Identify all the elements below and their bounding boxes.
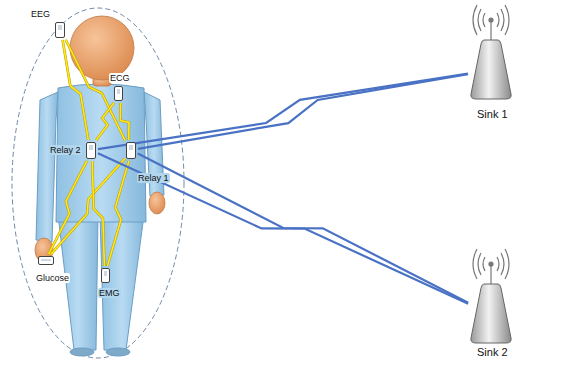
sensor-node: Glucose xyxy=(38,256,54,265)
sink-station: Sink 1 xyxy=(470,38,512,100)
body-link xyxy=(49,161,87,254)
wireless-link xyxy=(98,74,468,149)
wireless-link xyxy=(138,74,468,149)
body-link-line xyxy=(120,103,129,140)
body-area-boundary xyxy=(12,8,184,358)
sensor-node: Relay 1 xyxy=(126,142,136,159)
body-link-outline xyxy=(107,161,128,266)
sink-label: Sink 2 xyxy=(476,346,509,359)
sensor-node: EMG xyxy=(101,268,110,283)
body-link-outline xyxy=(96,103,114,140)
body-link-line xyxy=(96,103,114,140)
body-link-outline xyxy=(92,161,104,266)
sensor-label: Glucose xyxy=(35,273,70,283)
body-link xyxy=(120,103,129,140)
wireless-link xyxy=(98,153,468,303)
body-link xyxy=(66,40,125,141)
sensor-label: EMG xyxy=(98,288,121,298)
sink-station: Sink 2 xyxy=(470,282,512,344)
wireless-link-line xyxy=(98,153,468,303)
body-link-outline xyxy=(63,40,89,140)
sensor-screen xyxy=(41,259,51,261)
human-figure xyxy=(36,84,164,350)
sensor-label: Relay 2 xyxy=(49,145,82,155)
wireless-link xyxy=(138,154,468,303)
body-link-outline xyxy=(120,103,129,140)
body-link xyxy=(63,40,89,140)
wireless-link-line xyxy=(138,74,468,149)
body-link-line xyxy=(92,161,104,266)
sensor-screen xyxy=(58,25,62,30)
wireless-link-line xyxy=(98,74,468,149)
body-link xyxy=(92,161,104,266)
sensor-screen xyxy=(104,271,107,276)
body-link xyxy=(96,103,114,140)
sink-cone xyxy=(470,282,512,344)
body-link-line xyxy=(63,40,89,140)
sensor-label: Relay 1 xyxy=(137,173,170,183)
skin xyxy=(35,16,165,262)
body-link xyxy=(107,161,128,266)
sensor-screen xyxy=(129,145,133,150)
body-link-outline xyxy=(66,40,125,141)
sensor-label: EEG xyxy=(30,9,51,19)
sensor-screen xyxy=(89,145,93,150)
sensor-node: ECG xyxy=(114,86,123,101)
feet xyxy=(70,348,130,356)
body-link-outline xyxy=(49,161,87,254)
sensor-node: Relay 2 xyxy=(86,142,96,159)
wireless-link-line xyxy=(138,154,468,303)
sink-cone xyxy=(470,38,512,100)
sink-label: Sink 1 xyxy=(476,108,509,121)
sensor-node: EEG xyxy=(55,22,65,38)
body-link-line xyxy=(66,40,125,141)
body-link-line xyxy=(107,161,128,266)
sensor-screen xyxy=(117,89,120,94)
body-link-line xyxy=(49,161,87,254)
sensor-label: ECG xyxy=(109,73,131,83)
